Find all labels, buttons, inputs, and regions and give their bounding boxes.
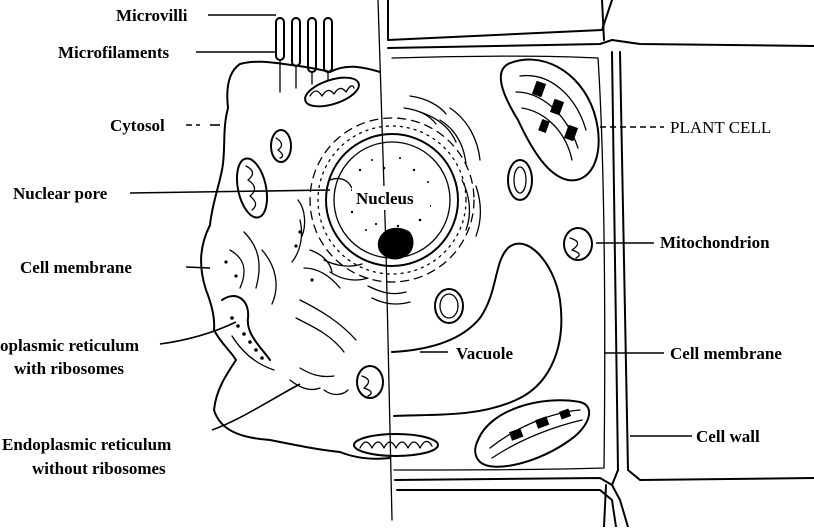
label-mitochondrion: Mitochondrion [660, 233, 770, 252]
label-cell-membrane-left: Cell membrane [20, 258, 132, 277]
animal-cell-membrane [200, 60, 391, 460]
nucleolus [377, 227, 414, 260]
label-microvilli: Microvilli [116, 6, 188, 25]
label-plant-cell: PLANT CELL [670, 118, 771, 137]
label-nuclear-pore: Nuclear pore [13, 184, 108, 203]
label-cell-membrane-right: Cell membrane [670, 344, 782, 363]
label-er-rough-line2: with ribosomes [14, 359, 124, 378]
vacuole-outline [391, 242, 563, 417]
plant-cell-membrane [391, 55, 606, 471]
label-vacuole: Vacuole [456, 344, 513, 363]
leader-lines [129, 14, 692, 437]
cell-wall [387, 0, 814, 528]
label-cell-wall: Cell wall [696, 427, 760, 446]
label-nucleus: Nucleus [356, 189, 414, 208]
label-cytosol: Cytosol [110, 116, 165, 135]
label-er-smooth-line1: Endoplasmic reticulum [2, 435, 171, 454]
label-er-smooth-line2: without ribosomes [32, 459, 166, 478]
animal-organelles [221, 76, 439, 457]
microvilli [275, 17, 333, 93]
label-microfilaments: Microfilaments [58, 43, 169, 62]
label-er-rough-line1: oplasmic reticulum [0, 336, 139, 355]
nucleus [309, 117, 475, 283]
plant-organelles [391, 58, 600, 468]
nucleus-label-bg [352, 186, 430, 210]
